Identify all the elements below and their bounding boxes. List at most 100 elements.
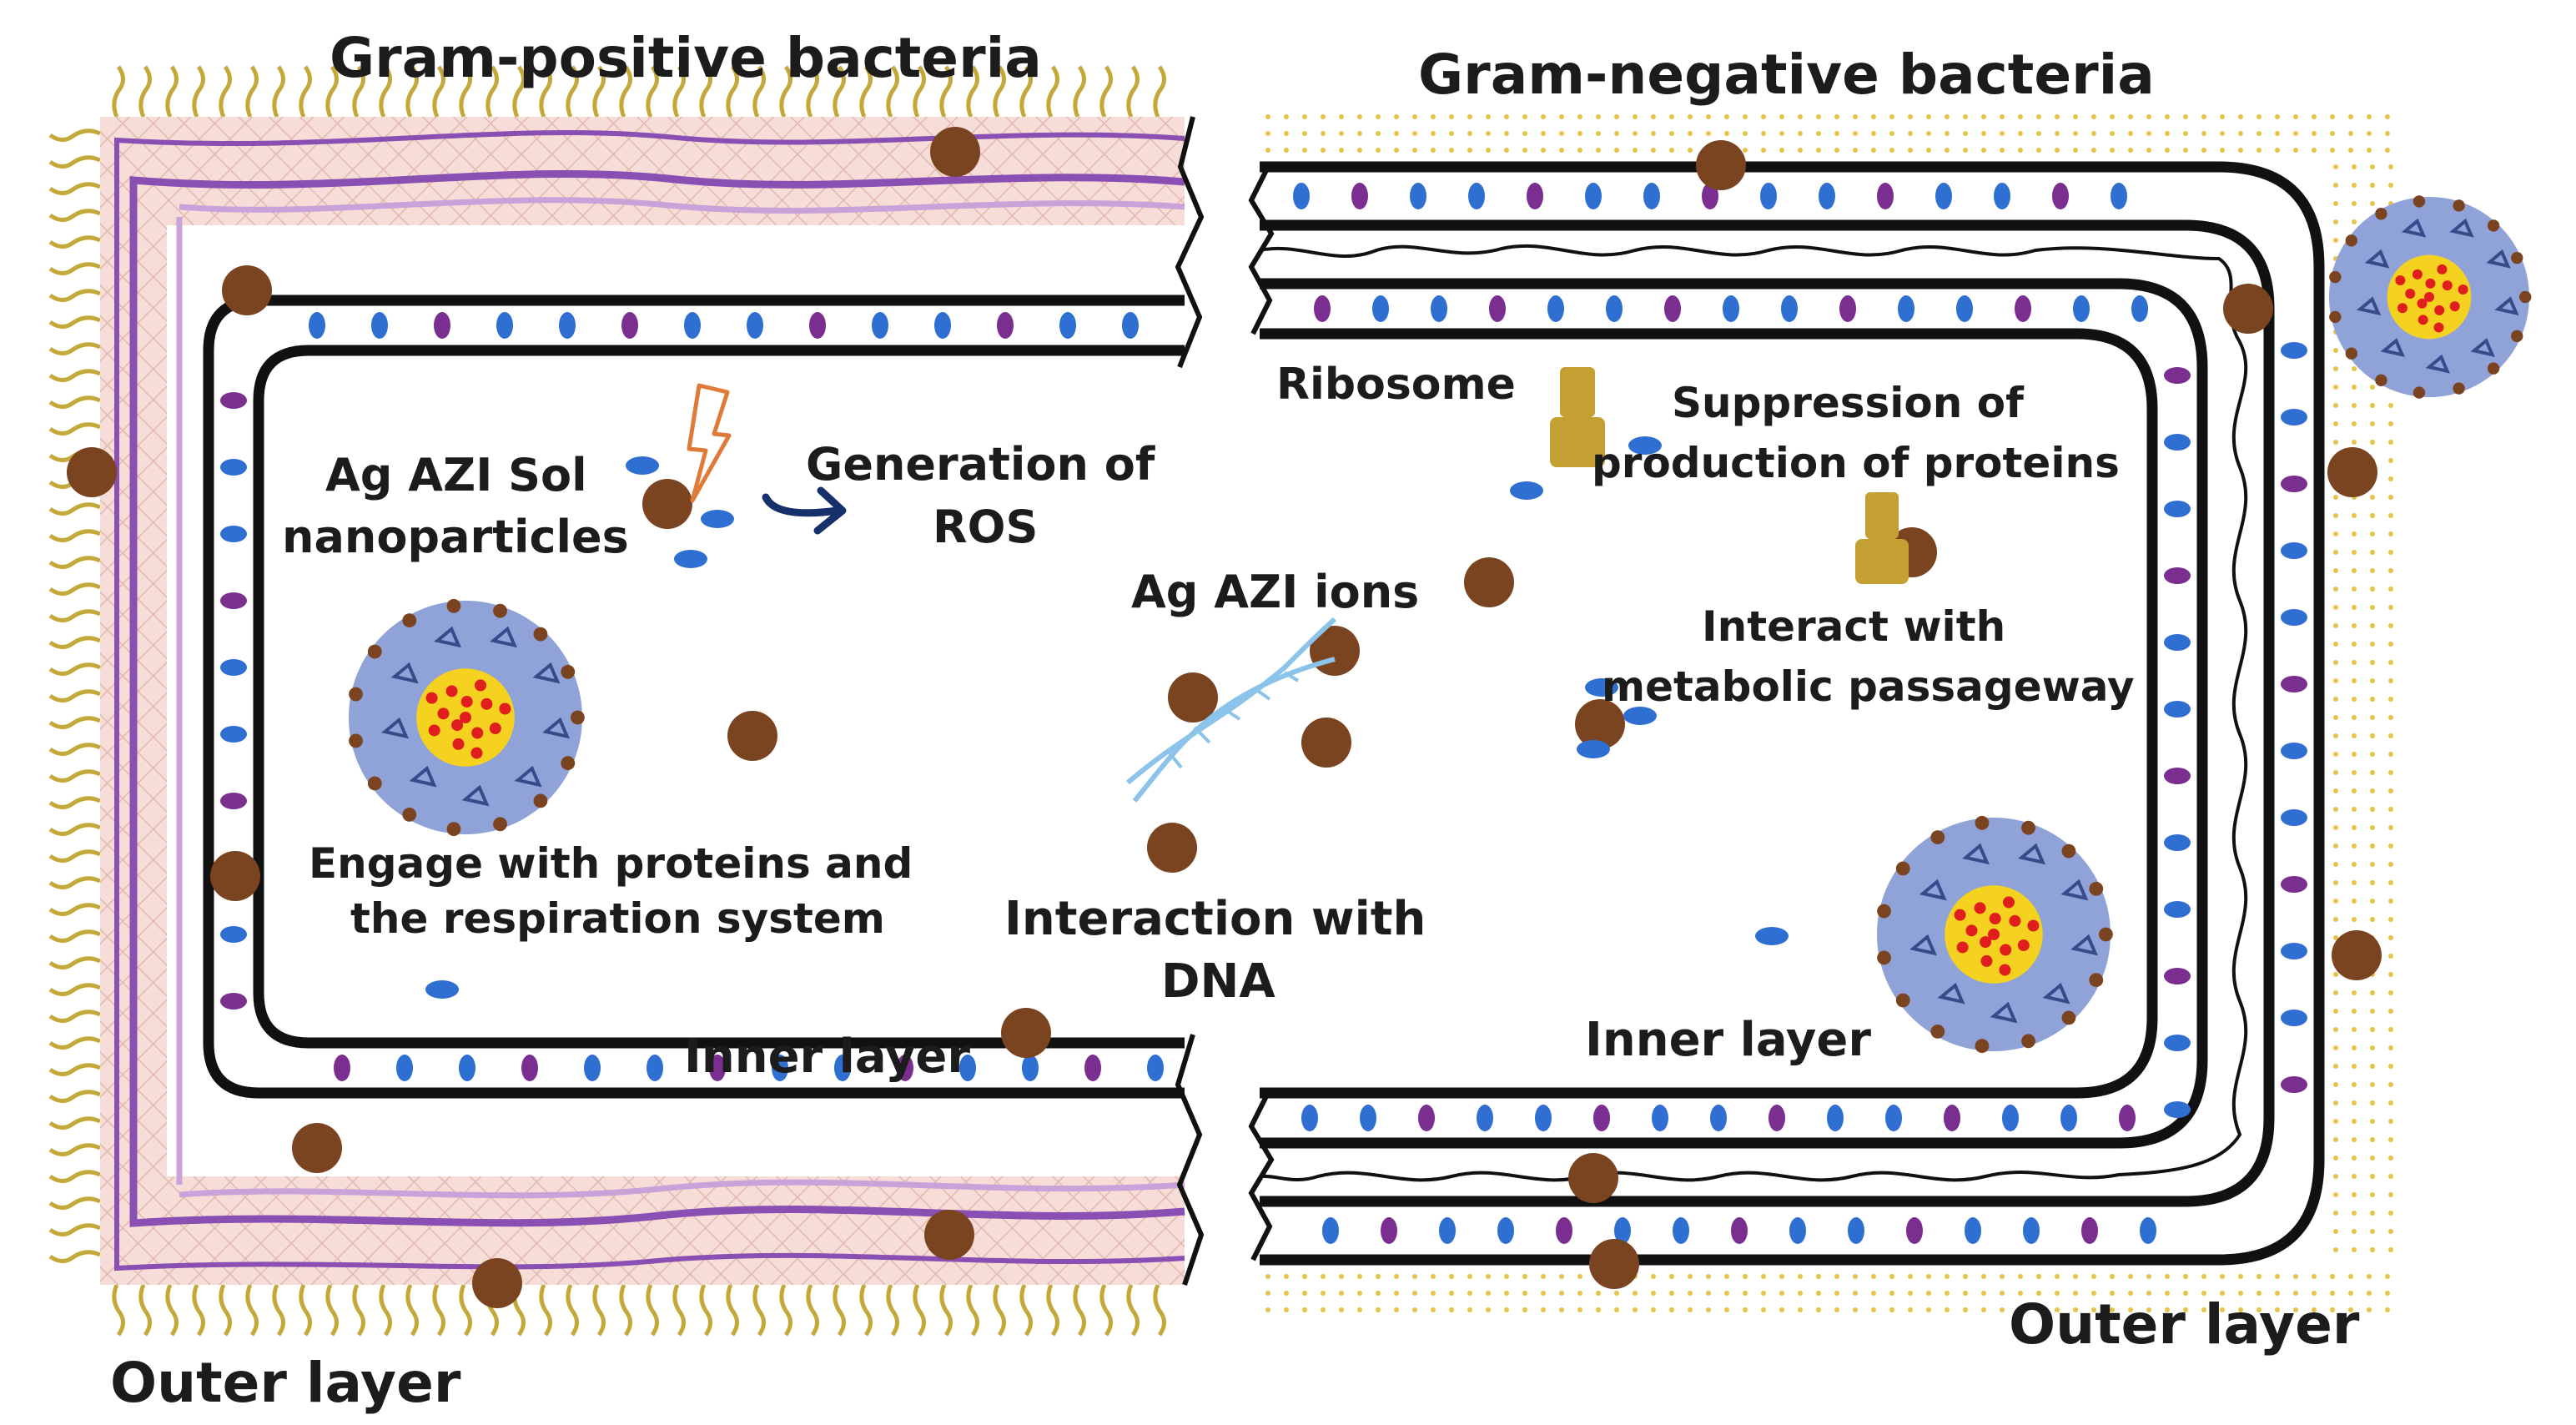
lps-dot [2293,1274,2298,1279]
lps-dot [2238,1274,2243,1279]
lps-dot [1889,1307,1894,1312]
free-protein [1510,481,1543,500]
lps-dot [2018,1291,2023,1296]
lps-dot [2333,201,2338,206]
lps-dot [1284,131,1289,136]
nanoparticle-icon [349,598,585,837]
lps-dot [1981,148,1986,153]
lps-dot [2388,1211,2393,1216]
membrane-protein-blue [1994,183,2010,209]
lps-dot [2352,843,2357,848]
wall-band-outer-thin [114,130,1185,1271]
teichoic-hair [352,65,365,118]
lps-dot [1633,148,1638,153]
lps-dot [2333,678,2338,683]
membrane-protein-purple [1768,1105,1785,1131]
membrane-protein-blue [747,312,763,339]
lps-dot [2146,1274,2151,1279]
teichoic-hair [779,65,792,118]
lps-dot [1798,1307,1803,1312]
lps-dot [1724,1274,1729,1279]
lps-dot [2370,1229,2375,1234]
teichoic-hair [1073,1283,1086,1337]
membrane-protein-purple [2281,476,2307,492]
lps-dot [2352,1100,2357,1105]
lps-dot [1871,131,1876,136]
lps-dot [2388,825,2393,830]
lps-dot [1376,114,1381,119]
lps-dot [2333,935,2338,940]
lps-dot [2352,678,2357,683]
lps-dot [1577,1274,1582,1279]
lps-dot [1981,131,1986,136]
teichoic-hair [219,1283,232,1337]
lps-dot [2370,568,2375,573]
lps-dot [2370,1211,2375,1216]
lps-dot [2333,862,2338,867]
lps-dot [2388,403,2393,408]
membrane-protein-purple [1731,1217,1748,1244]
teichoic-hair [48,983,102,996]
lps-dot [1577,114,1582,119]
lps-dot [2201,148,2206,153]
teichoic-hair [405,1283,419,1337]
lps-dot [1284,1274,1289,1279]
lps-dot [2385,131,2390,136]
teichoic-hair [48,716,102,729]
lps-dot [2183,114,2188,119]
teichoic-hair [592,1283,606,1337]
lps-dot [1302,148,1307,153]
lps-dot [2055,114,2060,119]
lps-dot [2370,843,2375,848]
ag-particle [642,479,692,529]
teichoic-hair [432,1283,445,1337]
lps-dot [1926,1307,1931,1312]
teichoic-hair [48,262,102,275]
lps-dot [2146,131,2151,136]
ag-particle [727,711,777,761]
teichoic-hair [993,65,1006,118]
teichoic-hair [165,1283,179,1337]
lps-dot [1945,131,1950,136]
lps-dot [2312,131,2317,136]
lps-dot [2293,1307,2298,1312]
free-protein [701,510,734,528]
lps-dot [2367,1291,2372,1296]
lps-dot [2370,164,2375,169]
lps-dot [2367,148,2372,153]
lps-dot [1357,1291,1362,1296]
membrane-protein-purple [621,312,638,339]
lps-dot [1651,1291,1656,1296]
lps-dot [1798,114,1803,119]
ag-particle [2223,284,2273,334]
teichoic-hair [752,65,766,118]
lps-dot [1559,1274,1564,1279]
lps-dot [1853,1274,1858,1279]
label-ag-ions: Ag AZI ions [1131,566,1419,618]
lps-dot [1339,1291,1344,1296]
lps-dot [1908,1291,1913,1296]
membrane-protein-blue [1956,295,1973,322]
lps-dot [2388,990,2393,995]
lps-dot [2352,421,2357,426]
lps-dot [2370,715,2375,720]
lps-dot [2370,770,2375,775]
teichoic-hair [48,1116,102,1130]
lps-dot [1669,1307,1674,1312]
teichoic-hair [833,1283,846,1337]
lps-dot [2370,752,2375,757]
lps-dot [2333,899,2338,904]
lps-dot [1339,131,1344,136]
lps-dot [1577,1291,1582,1296]
lps-dot [1302,1274,1307,1279]
membrane-protein-purple [997,312,1014,339]
lps-dot [2352,587,2357,592]
lps-dot [2330,114,2335,119]
lps-dot [1357,131,1362,136]
lps-dot [1302,1307,1307,1312]
membrane-protein-blue [2131,295,2148,322]
lps-dot [2036,1274,2041,1279]
lps-dot [1486,131,1491,136]
lps-dot [2275,1274,2280,1279]
lps-dot [2293,1291,2298,1296]
